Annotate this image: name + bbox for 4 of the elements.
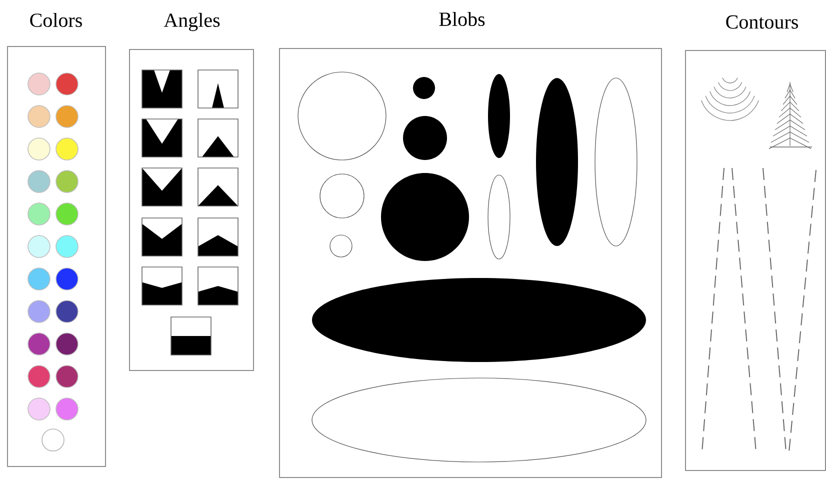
panel-heading: Blobs	[439, 12, 485, 26]
panel-heading: Contours	[726, 15, 798, 29]
panel-heading: Colors	[30, 12, 82, 28]
panel-heading: Angles	[164, 12, 220, 32]
